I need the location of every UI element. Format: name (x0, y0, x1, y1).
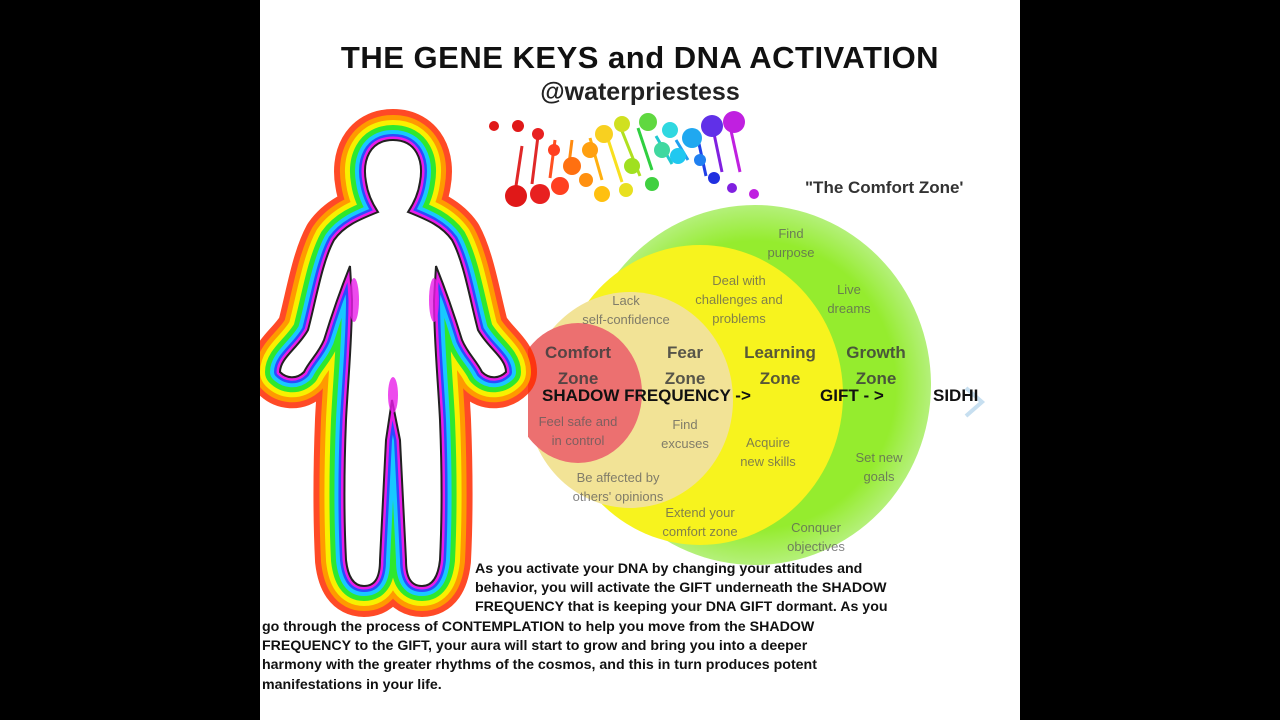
chevron-right-icon (964, 386, 986, 418)
paragraph-line: manifestations in your life. (262, 677, 442, 693)
dna-helix-icon (489, 111, 759, 207)
comfort-zone-diagram (260, 0, 986, 720)
paragraph-line: harmony with the greater rhythms of the … (262, 657, 817, 673)
sidhi-label: SIDHI (933, 386, 979, 405)
paragraph-line: FREQUENCY to the GIFT, your aura will st… (262, 638, 808, 654)
paragraph-line: As you activate your DNA by changing you… (475, 561, 863, 577)
author-handle: @waterpriestess (540, 78, 740, 106)
human-aura-figure (280, 140, 506, 586)
page-title: THE GENE KEYS and DNA ACTIVATION (340, 40, 940, 75)
paragraph-line: go through the process of CONTEMPLATION … (262, 619, 815, 635)
shadow-frequency-label: SHADOW FREQUENCY -> (542, 386, 751, 405)
diagram-title: "The Comfort Zone' (805, 178, 964, 197)
explanation-paragraph: As you activate your DNA by changing you… (260, 560, 1020, 700)
infographic-panel: THE GENE KEYS and DNA ACTIVATION @waterp… (260, 0, 1020, 720)
comfort-zone-core (528, 323, 642, 463)
paragraph-line: FREQUENCY that is keeping your DNA GIFT … (475, 599, 888, 615)
gift-label: GIFT - > (820, 386, 884, 405)
paragraph-line: behavior, you will activate the GIFT und… (475, 580, 887, 596)
